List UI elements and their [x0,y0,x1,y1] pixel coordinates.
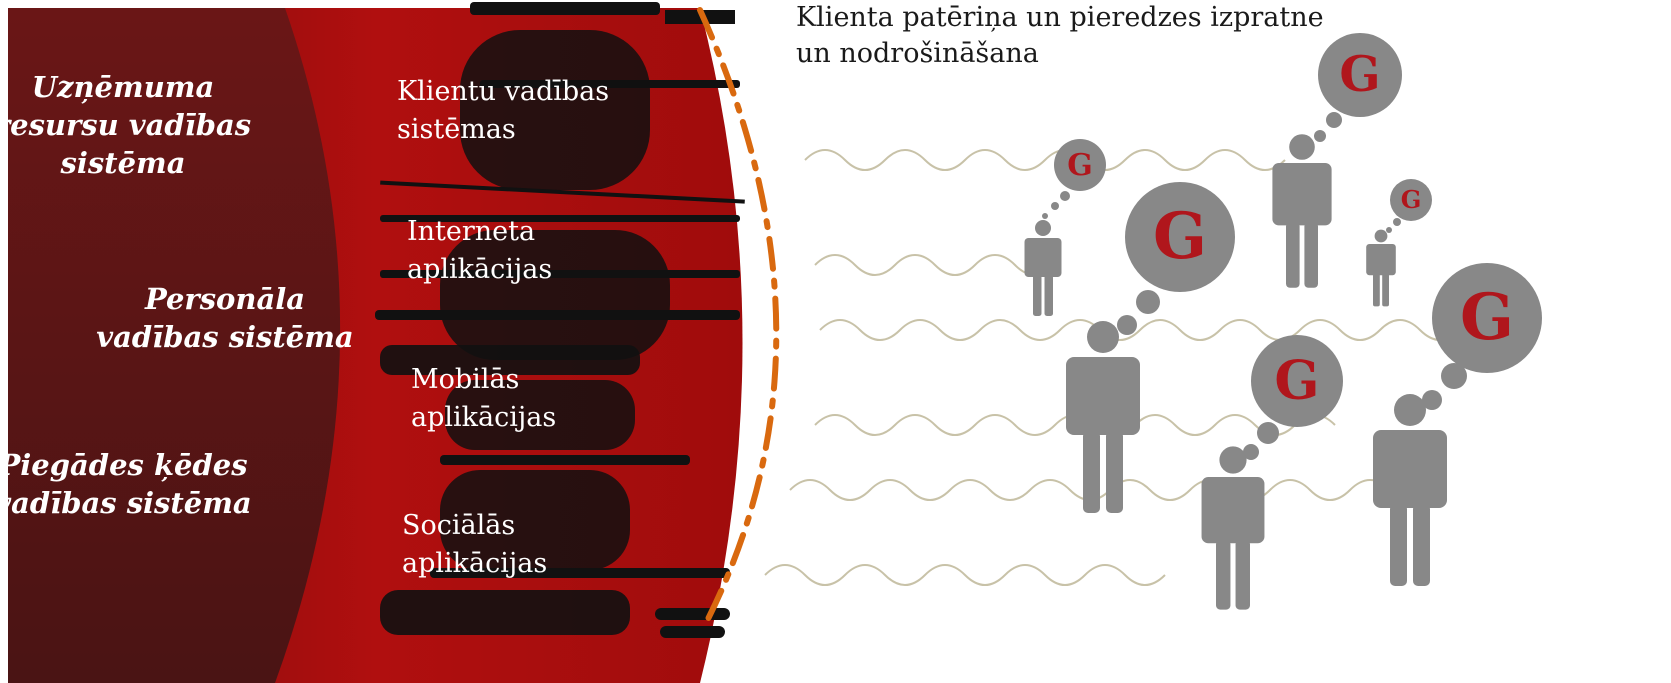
thought-dot [1257,422,1279,444]
person-leg-left [1390,504,1407,586]
thought-dot [1422,390,1442,410]
person-head [1289,134,1315,160]
label-erp: Uzņēmuma resursu vadības sistēma [0,70,252,180]
person-torso [1272,163,1332,226]
wave-2 [814,254,1056,276]
person-head [1035,220,1051,236]
wave-6 [764,564,1166,586]
person-head [1219,446,1247,474]
person-leg-right [1235,539,1250,610]
thought-dot [1314,130,1326,142]
thought-dot [1326,112,1342,128]
customer-2: G [1272,33,1402,288]
thought-bubble-letter: G [1460,280,1514,354]
customer-5: G [1373,263,1542,586]
person-head [1394,394,1426,426]
person-leg-left [1033,275,1042,316]
thought-bubble-letter: G [1274,349,1319,411]
label-crm: Klientu vadības sistēmas [397,76,610,145]
customer-3: G [1366,179,1432,307]
thought-bubble [1125,182,1235,292]
customer-4: G [1066,182,1235,513]
thought-dot [1441,363,1467,389]
customer-6: G [1201,335,1343,610]
customer-1: G [1024,139,1106,316]
person-torso [1201,477,1265,544]
person-leg-right [1382,273,1389,307]
thought-bubble-letter: G [1153,199,1207,273]
inner-core [8,8,341,683]
person-leg-left [1373,273,1380,307]
person-leg-right [1413,504,1430,586]
label-social-apps: Sociālās aplikācijas [402,510,548,579]
label-web-apps: Interneta aplikācijas [407,216,553,285]
thought-dot [1243,444,1259,460]
customer-title: Klienta patēriņa un pieredzes izpratne u… [796,2,1324,69]
thought-bubble-letter: G [1067,148,1093,183]
person-torso [1024,238,1062,277]
thought-bubble [1390,179,1432,221]
thought-bubble [1432,263,1542,373]
person-leg-right [1106,431,1123,513]
person-torso [1066,357,1140,435]
thought-dot [1393,218,1401,226]
person-leg-left [1216,539,1231,610]
thought-dot [1042,213,1048,219]
person-leg-right [1304,222,1318,288]
thought-bubble-letter: G [1339,47,1380,103]
wave-1 [804,149,1286,171]
person-leg-left [1286,222,1300,288]
thought-bubble [1054,139,1106,191]
wave-3 [819,319,1541,341]
thought-dot [1117,315,1137,335]
person-leg-right [1044,275,1053,316]
thought-bubble [1318,33,1402,117]
person-torso [1366,244,1396,276]
waves [764,149,1541,586]
customer-boundary-arc [697,7,780,628]
label-hr: Personāla vadības sistēma [96,282,354,354]
scribble-marks [375,2,745,638]
thought-dot [1136,290,1160,314]
thought-bubble [1251,335,1343,427]
person-head [1374,229,1388,243]
label-mobile-apps: Mobilās aplikācijas [411,364,557,433]
thought-dot [1051,202,1059,210]
thought-bubble-letter: G [1401,185,1422,214]
person-leg-left [1083,431,1100,513]
person-head [1087,321,1119,353]
thought-dot [1060,191,1070,201]
person-torso [1373,430,1447,508]
thought-dot [1386,227,1392,233]
customers-group: G G G G G G [1024,33,1542,610]
label-supply-chain: Piegādes ķēdes vadības sistēma [0,448,252,520]
